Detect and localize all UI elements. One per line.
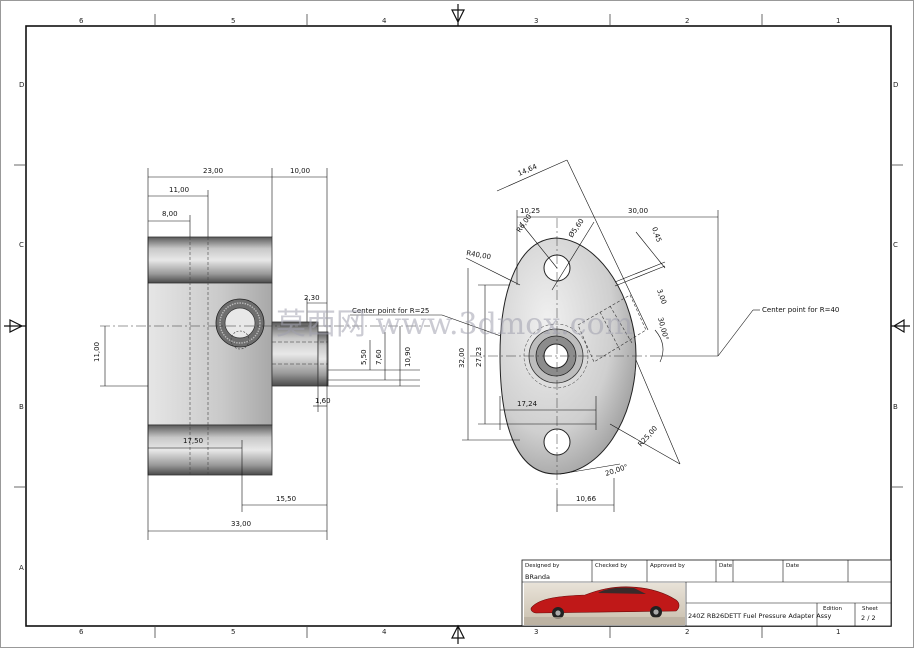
- drawing-title: 240Z RB26DETT Fuel Pressure Adapter Assy: [688, 612, 831, 620]
- side-dimension-texts: 23,00 10,00 11,00 8,00 11,00 2,30 5,50 7…: [93, 167, 429, 528]
- dim-17-50: 17,50: [183, 437, 203, 445]
- zone-col-5-bottom: 5: [231, 628, 235, 636]
- zone-col-4-bottom: 4: [382, 628, 387, 636]
- sheet-value: 2 / 2: [861, 614, 876, 622]
- zone-col-3-bottom: 3: [534, 628, 538, 636]
- zone-col-2-top: 2: [685, 17, 689, 25]
- zone-col-6-bottom: 6: [79, 628, 84, 636]
- zone-col-5-top: 5: [231, 17, 235, 25]
- dim-32: 32,00: [458, 348, 466, 368]
- dim-33: 33,00: [231, 520, 251, 528]
- zone-col-3-top: 3: [534, 17, 538, 25]
- checked-by-label: Checked by: [595, 563, 628, 569]
- zone-col-4-top: 4: [382, 17, 387, 25]
- dim-angle-20: 20,00°: [604, 463, 629, 478]
- date-label-2: Date: [786, 563, 800, 569]
- title-block: Designed by BRanda Checked by Approved b…: [521, 559, 892, 627]
- dim-10-25: 10,25: [520, 207, 540, 215]
- sheet-label: Sheet: [862, 606, 879, 612]
- dim-2-30: 2,30: [304, 294, 320, 302]
- dim-7-60: 7,60: [375, 349, 383, 365]
- dim-17-24: 17,24: [517, 400, 538, 408]
- zone-col-1-bottom: 1: [836, 628, 840, 636]
- zone-col-1-top: 1: [836, 17, 840, 25]
- watermark: 莫西网 www.3dmox.com: [276, 307, 633, 342]
- approved-by-label: Approved by: [650, 563, 686, 569]
- dim-11-left: 11,00: [93, 342, 101, 362]
- dim-r25: R25,00: [637, 424, 660, 448]
- zone-row-d-right: D: [893, 81, 898, 89]
- dim-14-64: 14,64: [517, 162, 539, 177]
- dim-angle-30: 30,00°: [656, 316, 670, 341]
- dim-1-60: 1,60: [315, 397, 331, 405]
- zone-row-b-right: B: [893, 403, 898, 411]
- zone-row-b-left: B: [19, 403, 24, 411]
- side-dimension-lines: [100, 168, 527, 540]
- zone-labels: 6 5 4 3 2 1 6 5 4 3 2 1 D C B A D C B: [19, 17, 898, 636]
- zone-row-a-left: A: [19, 564, 24, 572]
- dim-8: 8,00: [162, 210, 178, 218]
- dim-0-45: 0,45: [650, 226, 663, 243]
- zone-row-c-left: C: [19, 241, 24, 249]
- dim-10: 10,00: [290, 167, 310, 175]
- dim-r6: R6,00: [515, 213, 533, 234]
- car-logo-image: [524, 583, 685, 625]
- designed-by-value: BRanda: [525, 573, 550, 581]
- front-view: [470, 218, 650, 490]
- dim-11-top: 11,00: [169, 186, 189, 194]
- dim-23: 23,00: [203, 167, 223, 175]
- dim-dia-5-60: Ø5,60: [567, 217, 586, 239]
- center-note-r40: Center point for R=40: [762, 306, 839, 314]
- center-note-r25: Center point for R=25: [352, 307, 429, 315]
- side-view: [100, 236, 430, 476]
- dim-10-90: 10,90: [404, 347, 412, 367]
- dim-10-66: 10,66: [576, 495, 597, 503]
- front-dimension-lines: [462, 159, 760, 512]
- dim-30: 30,00: [628, 207, 648, 215]
- dim-15-50: 15,50: [276, 495, 296, 503]
- date-label-1: Date: [719, 563, 733, 569]
- dim-5-50: 5,50: [360, 349, 368, 365]
- centering-marks: [4, 4, 910, 644]
- zone-row-c-right: C: [893, 241, 898, 249]
- zone-row-d-left: D: [19, 81, 24, 89]
- zone-col-6-top: 6: [79, 17, 84, 25]
- zone-ticks: [14, 14, 903, 638]
- zone-col-2-bottom: 2: [685, 628, 689, 636]
- edition-label: Edition: [823, 606, 843, 612]
- dim-3-00: 3,00: [655, 288, 668, 305]
- dim-27-23: 27,23: [475, 347, 483, 367]
- designed-by-label: Designed by: [525, 563, 560, 569]
